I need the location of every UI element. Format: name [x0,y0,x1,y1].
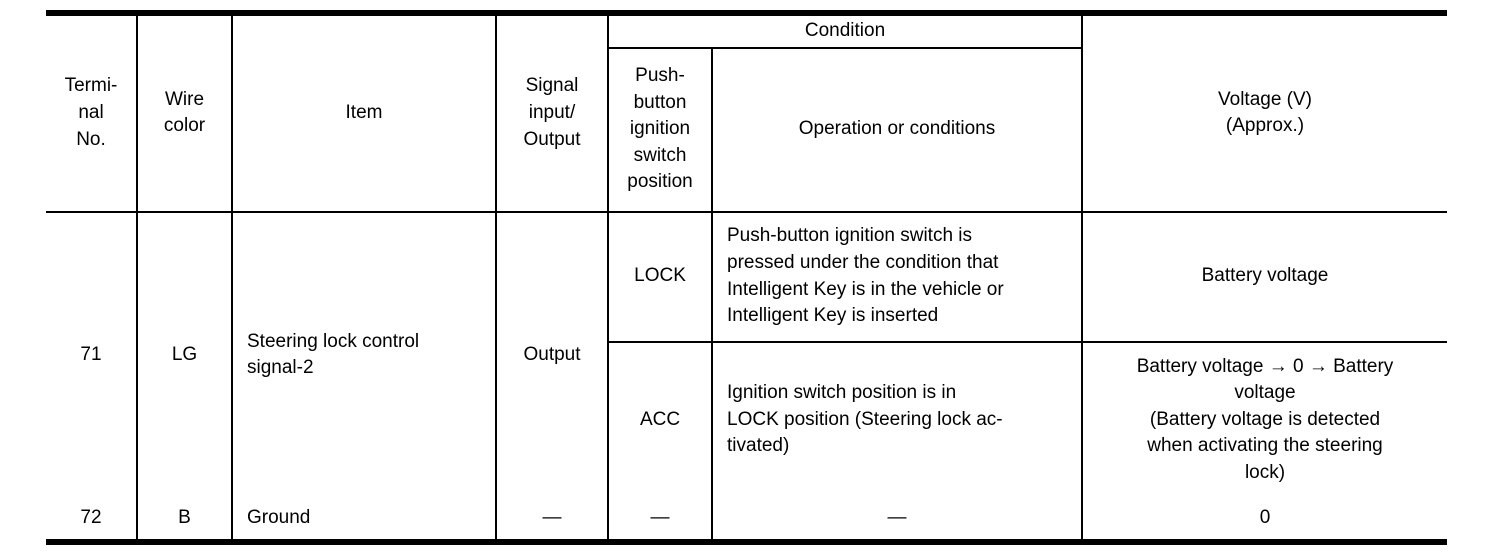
header-operation: Operation or conditions [711,46,1082,213]
header-voltage: Voltage (V) (Approx.) [1081,12,1447,213]
header-item: Item [231,12,497,213]
cell-terminal-71: 71 [46,210,138,498]
cell-position-acc: ACC [608,340,713,498]
cell-wire-color-71: LG [136,210,233,498]
cell-signal-72: — [495,497,609,543]
table-row-71-lock: 71 LG Steering lock control signal-2 Out… [46,210,1447,498]
cell-item-72: Ground [231,497,497,543]
header-condition: Condition [607,12,1083,49]
cell-position-lock: LOCK [607,210,713,343]
cell-signal-71: Output [495,210,609,498]
cell-item-71: Steering lock control signal-2 [231,210,497,498]
cell-terminal-72: 72 [46,497,138,543]
table-row-71-acc: ACC Ignition switch position is in LOCK … [46,340,1447,498]
cell-wire-color-72: B [136,497,233,543]
table-row-72: 72 B Ground — — — 0 [46,497,1447,543]
header-push-button-position: Push- button ignition switch position [608,46,713,213]
header-terminal-no: Termi- nal No. [46,12,138,213]
terminal-spec-table: Termi- nal No. Wire color Item Signal in… [46,10,1447,545]
cell-operation-72: — [711,497,1083,543]
header-wire-color: Wire color [136,12,233,213]
cell-position-72: — [607,497,713,543]
cell-voltage-72: 0 [1081,497,1447,543]
header-signal-io: Signal input/ Output [495,12,609,213]
cell-voltage-lock: Battery voltage [1081,210,1447,343]
cell-operation-acc: Ignition switch position is in LOCK posi… [711,340,1083,498]
header-row-condition: Termi- nal No. Wire color Item Signal in… [46,12,1447,213]
header-row-sub: Push- button ignition switch position Op… [46,46,1447,213]
cell-operation-lock: Push-button ignition switch is pressed u… [711,210,1083,343]
cell-voltage-acc: Battery voltage → 0 → Battery voltage (B… [1081,340,1447,498]
